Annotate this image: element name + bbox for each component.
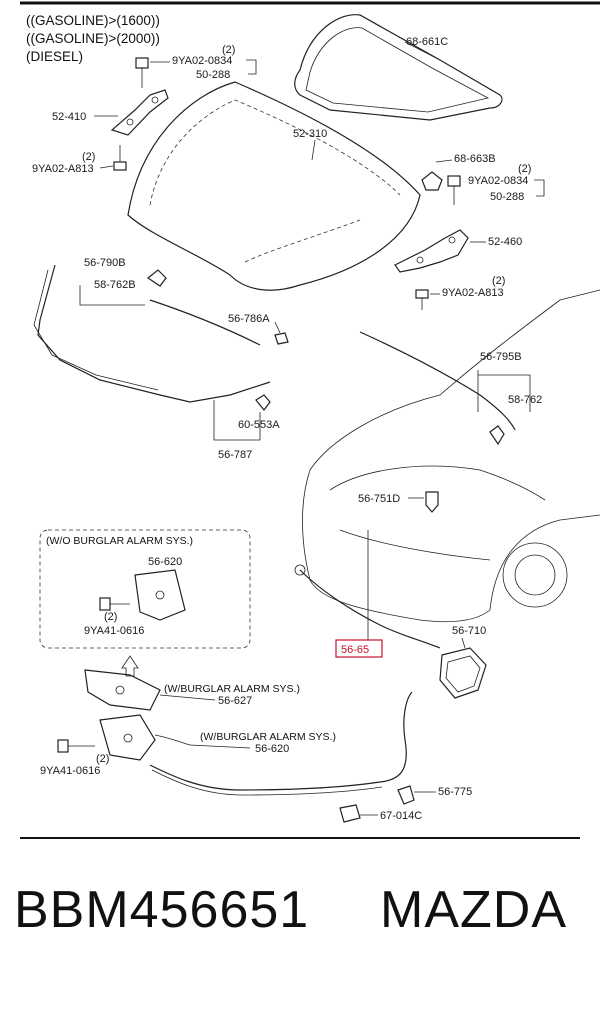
label-56710: 56-710: [452, 625, 486, 637]
car-body: [302, 289, 600, 623]
label-56627: 56-627: [218, 695, 252, 707]
bracket-50288-a: [246, 59, 257, 75]
label-56787: 56-787: [218, 449, 252, 461]
label-5665: 56-65: [341, 644, 369, 656]
label-68661C: 68-661C: [406, 36, 448, 48]
label-56620-a: 56-620: [148, 556, 182, 568]
label-9YA410616-a: 9YA41-0616: [84, 625, 144, 637]
header-line-1: ((GASOLINE)>(1600)): [26, 13, 160, 28]
bracket-50288-b: [534, 179, 545, 197]
label-2-c: (2): [518, 163, 531, 175]
clip-67014C: [339, 804, 361, 823]
hood-lock-w-alarm-lower: [99, 714, 191, 761]
seal-56790B-inner: [33, 269, 159, 391]
label-52460: 52-460: [488, 236, 522, 248]
label-9YA020834-b: 9YA02-0834: [468, 175, 528, 187]
seal-58762B: [149, 299, 261, 346]
clip-58762: [489, 425, 505, 446]
label-56786A: 56-786A: [228, 313, 270, 325]
label-67014C: 67-014C: [380, 810, 422, 822]
hood-lock-wo-alarm: [134, 569, 186, 621]
label-68663B: 68-663B: [454, 153, 496, 165]
clip-68663B: [421, 171, 443, 191]
footer: BBM456651 MAZDA: [0, 880, 600, 990]
hood-insulator: [294, 14, 503, 121]
hood-lock-w-alarm: [84, 669, 161, 711]
leader-9YA02A813-a: [99, 165, 114, 169]
bolt-right-bottom: [415, 289, 429, 310]
leader-56710: [461, 637, 466, 649]
clip-56751D: [425, 491, 439, 513]
bolt-right-top: [447, 175, 461, 205]
brand-name: MAZDA: [380, 881, 567, 939]
label-50288-a: 50-288: [196, 69, 230, 81]
label-9YA02A813-a: 9YA02-A813: [32, 163, 94, 175]
label-58762: 58-762: [508, 394, 542, 406]
highlight-box-5665: [335, 639, 383, 658]
clip-56775: [397, 785, 415, 805]
hinge-right: [394, 229, 469, 273]
label-56790B: 56-790B: [84, 257, 126, 269]
leader-68663B: [435, 159, 453, 163]
label-2-e: (2): [104, 611, 117, 623]
label-2-f: (2): [96, 753, 109, 765]
label-w-alarm-a: (W/BURGLAR ALARM SYS.): [164, 683, 300, 695]
clip-60553A: [255, 394, 271, 411]
clip-56786A: [274, 332, 289, 345]
bracket-58762B: [79, 285, 145, 306]
label-58762B: 58-762B: [94, 279, 136, 291]
leader-56620-b: [189, 744, 251, 749]
leader-56786A: [274, 321, 281, 334]
label-52310: 52-310: [293, 128, 327, 140]
label-2-d: (2): [492, 275, 505, 287]
label-56775: 56-775: [438, 786, 472, 798]
cable-end-5665: [294, 564, 306, 576]
seal-56790B: [37, 264, 271, 403]
bracket-56795B: [477, 370, 531, 412]
part-number: BBM456651: [14, 881, 310, 939]
label-2-a: (2): [222, 44, 235, 56]
seal-56795B: [359, 331, 516, 431]
clip-58762B: [146, 269, 167, 287]
wo-alarm-box: [39, 529, 251, 649]
label-50288-b: 50-288: [490, 191, 524, 203]
hood-parts-diagram: ((GASOLINE)>(1600)) ((GASOLINE)>(2000)) …: [20, 1, 600, 839]
bolt-left-top: [135, 57, 149, 88]
release-cable-outer: [151, 769, 383, 796]
label-9YA410616-b: 9YA41-0616: [40, 765, 100, 777]
release-cable: [149, 691, 413, 791]
label-wo-alarm: (W/O BURGLAR ALARM SYS.): [46, 535, 193, 547]
label-56795B: 56-795B: [480, 351, 522, 363]
header-line-2: ((GASOLINE)>(2000)): [26, 31, 160, 46]
label-9YA020834-a: 9YA02-0834: [172, 55, 232, 67]
label-w-alarm-b: (W/BURGLAR ALARM SYS.): [200, 731, 336, 743]
leader-68661C: [404, 41, 441, 61]
leader-56627: [159, 694, 216, 701]
bolt-wo-alarm: [99, 597, 130, 611]
bolt-left-bottom: [113, 145, 127, 171]
label-2-b: (2): [82, 151, 95, 163]
header-line-3: (DIESEL): [26, 49, 83, 64]
bracket-56787: [213, 400, 261, 441]
label-56751D: 56-751D: [358, 493, 400, 505]
leader-52310: [311, 139, 316, 161]
label-56620-b: 56-620: [255, 743, 289, 755]
label-9YA02A813-b: 9YA02-A813: [442, 287, 504, 299]
release-handle: [439, 647, 487, 699]
hinge-left: [110, 89, 169, 136]
label-52410: 52-410: [52, 111, 86, 123]
label-60553A: 60-553A: [238, 419, 280, 431]
cable-5665: [299, 569, 441, 649]
bolt-w-alarm: [57, 739, 95, 753]
hood-panel: [127, 81, 421, 291]
arrow-up-icon: [121, 655, 139, 677]
